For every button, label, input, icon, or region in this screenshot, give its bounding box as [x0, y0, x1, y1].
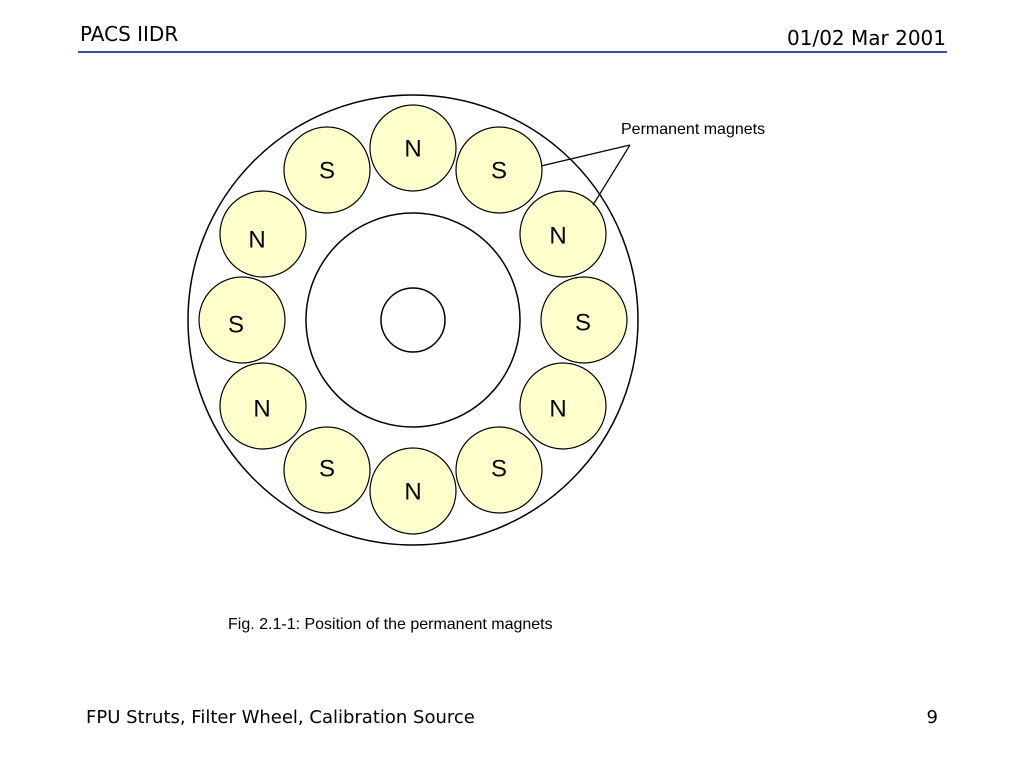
magnet-circle [519, 362, 607, 450]
magnet-2: S [283, 126, 371, 214]
callout-label: Permanent magnets [621, 121, 765, 138]
magnet-circle [283, 426, 371, 514]
magnet-label: S [319, 157, 335, 184]
inner-ring [305, 212, 521, 428]
magnet-circle [219, 190, 307, 278]
magnet-5: N [519, 190, 607, 278]
magnet-circle [283, 126, 371, 214]
magnet-label: N [549, 222, 566, 249]
magnet-1: N [369, 104, 457, 192]
callout-line-upper [540, 144, 631, 167]
magnet-label: N [253, 395, 270, 422]
magnet-label: N [248, 226, 265, 253]
magnet-circle [455, 126, 543, 214]
magnet-circle [369, 104, 457, 192]
magnet-label: S [491, 455, 507, 482]
magnet-10: S [283, 426, 371, 514]
magnet-11: S [455, 426, 543, 514]
magnet-3: S [455, 126, 543, 214]
magnet-8: N [219, 362, 307, 450]
magnet-circle [198, 276, 286, 364]
outer-ring [187, 94, 639, 546]
magnet-label: N [404, 478, 421, 505]
center-hub [380, 287, 446, 353]
magnet-label: S [319, 455, 335, 482]
page-number: 9 [926, 707, 938, 728]
magnet-12: N [369, 447, 457, 535]
callout-line-lower [592, 144, 631, 206]
magnet-circle [369, 447, 457, 535]
figure-caption: Fig. 2.1-1: Position of the permanent ma… [228, 616, 553, 633]
footer-title: FPU Struts, Filter Wheel, Calibration So… [86, 707, 475, 728]
magnet-circle [455, 426, 543, 514]
header-title: PACS IIDR [80, 22, 179, 46]
magnet-circle [219, 362, 307, 450]
magnet-label: S [575, 309, 591, 336]
magnet-label: N [549, 395, 566, 422]
header-divider [78, 51, 947, 53]
magnet-label: S [491, 157, 507, 184]
magnet-group: N S S N N S S N [198, 104, 628, 535]
magnet-label: N [404, 135, 421, 162]
magnet-9: N [519, 362, 607, 450]
magnet-label: S [228, 311, 244, 338]
magnet-circle [540, 276, 628, 364]
magnet-circle [519, 190, 607, 278]
magnet-7: S [540, 276, 628, 364]
header-date: 01/02 Mar 2001 [787, 26, 946, 50]
magnet-6: S [198, 276, 286, 364]
magnet-4: N [219, 190, 307, 278]
